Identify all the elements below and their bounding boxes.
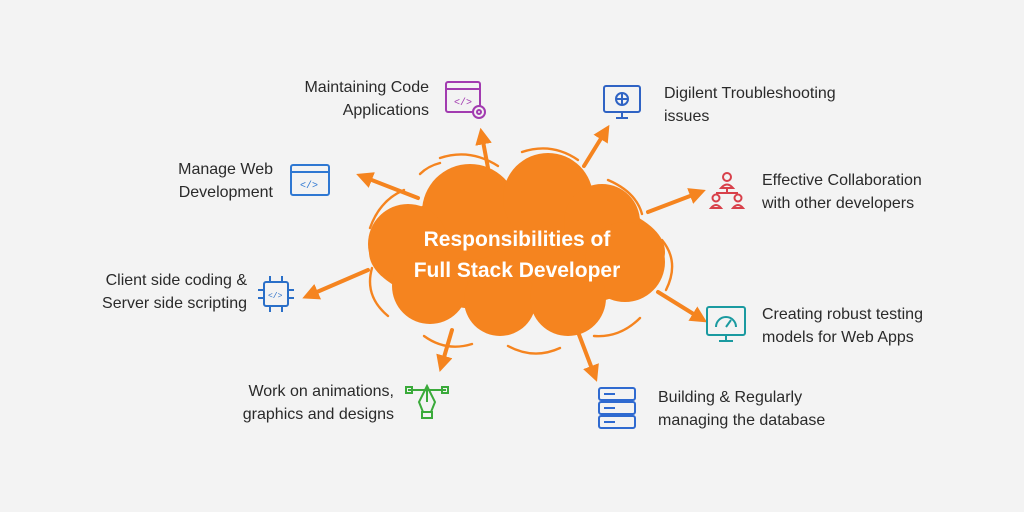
connector-arrows (302, 124, 708, 382)
label-line: Server side scripting (102, 295, 247, 312)
label-line: Applications (342, 102, 429, 119)
arrow-client-server (302, 268, 370, 300)
arrow-database (576, 330, 599, 382)
label-line: managing the database (658, 412, 826, 429)
central-cloud (368, 153, 665, 336)
label-line: Effective Collaboration (762, 172, 922, 189)
label-client-server: Client side coding & Server side scripti… (102, 269, 247, 315)
label-maintaining-code: Maintaining Code Applications (304, 76, 429, 122)
label-line: Work on animations, (248, 383, 394, 400)
label-database: Building & Regularly managing the databa… (658, 386, 825, 432)
center-title: Responsibilities of Full Stack Developer (392, 224, 642, 286)
label-line: with other developers (762, 195, 915, 212)
label-line: Development (178, 184, 273, 201)
label-troubleshooting: Digilent Troubleshooting issues (664, 82, 836, 128)
label-line: Building & Regularly (658, 389, 803, 406)
svg-text:</>: </> (300, 180, 318, 192)
svg-text:</>: </> (268, 292, 283, 301)
label-animations: Work on animations, graphics and designs (243, 380, 394, 426)
label-manage-web: Manage Web Development (178, 158, 273, 204)
label-line: Digilent Troubleshooting (664, 85, 836, 102)
label-collaboration: Effective Collaboration with other devel… (762, 169, 922, 215)
label-testing: Creating robust testing models for Web A… (762, 303, 923, 349)
title-line-1: Responsibilities of (423, 228, 611, 251)
circuit-code-icon: </> (258, 276, 294, 312)
arrow-maintaining-code (475, 127, 492, 170)
arrow-testing (656, 290, 708, 323)
arrow-animations (436, 328, 454, 373)
label-line: issues (664, 108, 710, 125)
label-line: Manage Web (178, 161, 273, 178)
pen-tool-icon (405, 383, 449, 419)
svg-text:</>: </> (454, 97, 472, 109)
arrow-collaboration (646, 188, 706, 214)
arrow-manage-web (356, 172, 420, 200)
label-line: graphics and designs (242, 406, 394, 423)
title-line-2: Full Stack Developer (413, 259, 621, 282)
label-line: Maintaining Code (304, 79, 429, 96)
team-hierarchy-icon (708, 172, 746, 209)
troubleshooting-monitor-icon (603, 85, 641, 119)
dashboard-monitor-icon (706, 306, 746, 342)
label-line: Client side coding & (105, 272, 247, 289)
arrow-troubleshooting (582, 124, 610, 168)
label-line: Creating robust testing (762, 306, 923, 323)
code-settings-icon: </> (445, 81, 486, 119)
label-line: models for Web Apps (762, 329, 914, 346)
database-server-icon (598, 387, 636, 429)
browser-code-icon: </> (290, 164, 330, 196)
